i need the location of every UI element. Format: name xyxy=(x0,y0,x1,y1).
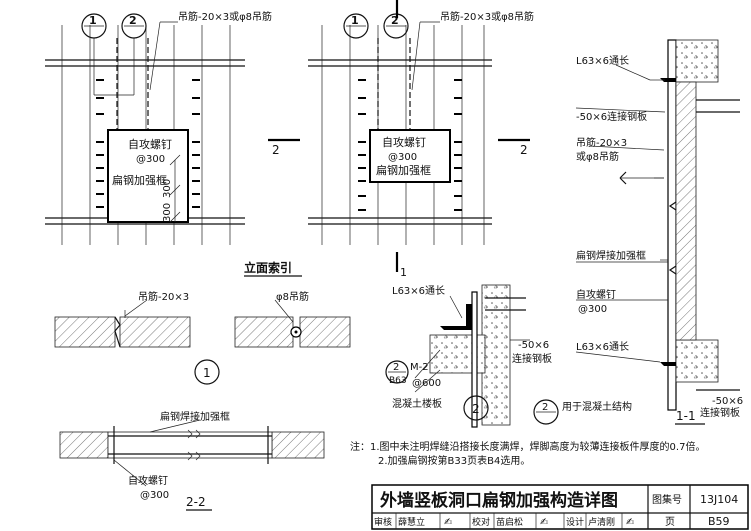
review-signature-icon: ✍ xyxy=(444,517,452,528)
design-label: 设计 xyxy=(566,516,584,528)
detail2-angle-label: L63×6通长 xyxy=(392,285,445,297)
detail2-floor-label: 混凝土楼板 xyxy=(392,397,442,410)
s11-screw: 自攻螺钉 xyxy=(576,288,616,301)
elev-frame-label: 扁钢加强框 xyxy=(112,174,167,187)
detail2-plate-label2: 连接钢板 xyxy=(512,352,552,365)
section-1-1-drawing xyxy=(533,39,740,425)
elevation-left xyxy=(45,13,245,245)
note-line-1: 注：1.图中未注明焊缝沿搭接长度满焊，焊脚高度为较薄连接板件厚度的0.7倍。 xyxy=(350,440,705,453)
elev-dim-300a: 300 xyxy=(162,179,173,198)
page-no: B59 xyxy=(708,515,730,528)
cut1-bottom-text: 1 xyxy=(400,266,407,279)
review-name: 薛慧立 xyxy=(398,516,425,528)
detail1-left-label: 吊筋-20×3 xyxy=(138,290,189,303)
detail1-number: 1 xyxy=(203,366,211,380)
detail2-anchor-spacing: @600 xyxy=(412,378,441,389)
s22-title: 2-2 xyxy=(186,495,206,509)
elev-dim-300b: 300 xyxy=(162,203,173,222)
check-label: 校对 xyxy=(472,516,490,528)
detail2-anchor-ref-num: 2 xyxy=(393,362,399,373)
detail2-number: 2 xyxy=(472,402,480,416)
mid-screw-spacing: @300 xyxy=(388,152,417,163)
mid-bubble-1: 1 xyxy=(351,14,359,27)
cut2-right-text: 2 xyxy=(520,143,528,157)
s22-screw: 自攻螺钉 xyxy=(128,474,168,487)
elevation-middle xyxy=(308,13,492,245)
s11-angle-top: L63×6通长 xyxy=(576,55,629,67)
mid-hanger-label: 吊筋-20×3或φ8吊筋 xyxy=(440,10,534,23)
title-block xyxy=(371,484,749,530)
elev-screw-label: 自攻螺钉 xyxy=(128,137,172,151)
detail-1-drawing xyxy=(54,299,351,385)
s11-title: 1-1 xyxy=(676,409,696,423)
atlas-no: 13J104 xyxy=(700,493,738,506)
cut2-left-text: 2 xyxy=(272,143,280,157)
page-label: 页 xyxy=(665,516,675,528)
mid-frame-label: 扁钢加强框 xyxy=(376,164,431,177)
s11-plate: -50×6连接钢板 xyxy=(576,110,647,123)
s11-plate-bot2: 连接钢板 xyxy=(700,406,740,419)
s11-plate-bot: -50×6 xyxy=(712,396,743,407)
check-signature-icon: ✍ xyxy=(540,517,548,528)
detail2-plate-label: -50×6 xyxy=(518,340,549,351)
note-line-2: 2.加强扁钢按第B33页表B4选用。 xyxy=(378,454,530,467)
s11-ref-text: 用于混凝土结构 xyxy=(562,400,632,413)
detail2-anchor-ref-sheet: B63 xyxy=(389,376,407,386)
section-2-2-drawing xyxy=(59,419,325,487)
s11-ref-num: 2 xyxy=(542,402,548,413)
s11-frame: 扁钢焊接加强框 xyxy=(576,249,646,262)
s11-screw-spacing: @300 xyxy=(578,304,607,315)
detail1-right-label: φ8吊筋 xyxy=(276,290,309,303)
elev-bubble-2: 2 xyxy=(129,14,137,27)
review-label: 审核 xyxy=(374,516,392,528)
s11-angle-bot: L63×6通长 xyxy=(576,341,629,353)
s22-frame: 扁钢焊接加强框 xyxy=(160,410,230,423)
elev-left-hanger-label: 吊筋-20×3或φ8吊筋 xyxy=(178,10,272,23)
s22-screw-spacing: @300 xyxy=(140,490,169,501)
s11-hanger2: 或φ8吊筋 xyxy=(576,150,619,163)
elev-bubble-1: 1 xyxy=(89,14,97,27)
detail2-anchor-name: M-2 xyxy=(410,362,429,373)
mid-screw-label: 自攻螺钉 xyxy=(382,135,426,149)
s11-hanger: 吊筋-20×3 xyxy=(576,136,627,149)
detail-2-drawing xyxy=(385,284,530,428)
check-name: 苗启松 xyxy=(496,516,523,528)
mid-bubble-2: 2 xyxy=(391,14,399,27)
atlas-label: 图集号 xyxy=(652,493,682,506)
sheet-title: 外墙竖板洞口扁钢加强构造详图 xyxy=(380,490,618,511)
elev-screw-spacing: @300 xyxy=(136,154,165,165)
design-name: 卢清刚 xyxy=(588,516,615,528)
design-signature-icon: ✍ xyxy=(626,517,634,528)
elevation-caption: 立面索引 xyxy=(244,260,292,275)
